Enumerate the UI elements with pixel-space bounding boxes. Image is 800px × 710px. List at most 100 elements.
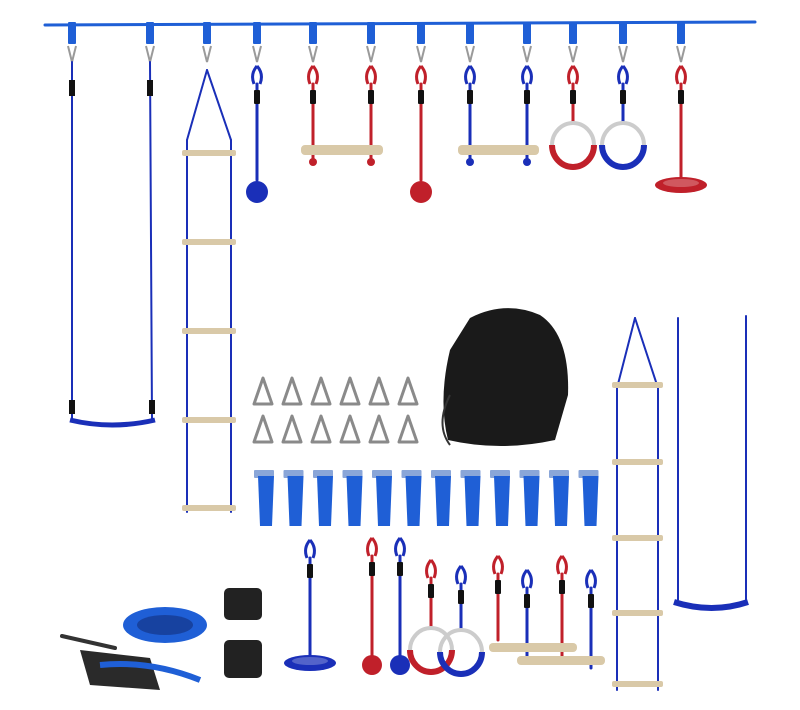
wheel-highlight (292, 657, 328, 665)
rope-loop (394, 537, 406, 557)
trapeze-bar-red (301, 65, 383, 166)
hanging-loop (416, 22, 426, 63)
strap-roll-inner (137, 615, 193, 635)
monkey-wheel-red (655, 65, 707, 193)
rope-clamp (369, 562, 375, 576)
carabiner (465, 45, 475, 63)
strap-loop (367, 22, 375, 44)
tree-protector (342, 470, 363, 526)
trapeze-bar (301, 145, 383, 155)
rope (634, 317, 659, 389)
rope-loop (585, 569, 597, 589)
monkey-wheel-blue (284, 539, 336, 671)
knot-ball (410, 181, 432, 203)
ring-grip (549, 144, 597, 170)
ladder-rung (182, 239, 236, 245)
rope-clamp (559, 580, 565, 594)
triangle-carabiner (339, 376, 361, 406)
drawstring-bag (441, 308, 569, 446)
strap-body (464, 476, 481, 526)
tree-protector (431, 470, 451, 526)
trapeze-bar (458, 145, 539, 155)
rope-clamp (678, 90, 684, 104)
carabiner (416, 45, 426, 63)
hanging-loop (252, 22, 262, 63)
strap-body (435, 476, 451, 526)
tree-protector (578, 470, 599, 526)
strap-loop (523, 22, 531, 44)
knot-ball (362, 655, 382, 675)
ladder-rung (612, 610, 663, 616)
rope-loop (425, 559, 437, 579)
ladder-rung (612, 382, 663, 388)
ring-grip (407, 649, 455, 675)
strap-loop (619, 22, 627, 44)
tree-protector (549, 470, 569, 526)
steering-wheel (284, 655, 336, 671)
ladder-rung (612, 681, 663, 687)
climbing-ball-blue (390, 537, 410, 675)
strap-body (582, 476, 599, 526)
rope-clamp (570, 90, 576, 104)
rope-clamp (307, 564, 313, 578)
triangle-carabiner (281, 414, 303, 444)
drawstring (441, 394, 451, 446)
rope-clamp (418, 90, 424, 104)
ratchet-slackline (60, 607, 207, 690)
tree-protector (283, 470, 304, 526)
rope-clamp (620, 90, 626, 104)
gym-ring-red (407, 559, 455, 675)
hanging-loop (522, 22, 532, 63)
carabiner (366, 45, 376, 63)
rope-loop (464, 65, 476, 85)
rope-clamp (467, 90, 473, 104)
knot (367, 158, 375, 166)
knot-ball (246, 181, 268, 203)
rope (206, 69, 232, 141)
ladder-rung (182, 150, 236, 156)
rope-clamp (524, 90, 530, 104)
tree-protector (490, 470, 510, 526)
tree-protector (372, 470, 392, 526)
rope-clamp (428, 584, 434, 598)
rope-clamp (254, 90, 260, 104)
rope-clamp (458, 590, 464, 604)
gym-ring-red (549, 65, 597, 170)
hanging-loop (366, 22, 376, 63)
strap-loop (203, 22, 211, 44)
slackline (43, 20, 757, 27)
ring-grip (437, 651, 485, 677)
rope-loop (251, 65, 263, 85)
arm-guard (224, 640, 262, 678)
triangle-carabiner (281, 376, 303, 406)
knot (523, 158, 531, 166)
climbing-ball-red (410, 65, 432, 203)
strap-loop (466, 22, 474, 44)
hanging-loop (465, 22, 475, 63)
rope-loop (567, 65, 579, 85)
ladder-rung (612, 459, 663, 465)
climbing-ball-red (362, 537, 382, 675)
hanging-loop (568, 22, 578, 63)
rope-loop (521, 569, 533, 589)
swing-seat (673, 599, 749, 611)
strap (99, 661, 202, 683)
knot (466, 158, 474, 166)
clamp (69, 80, 75, 96)
rope-loop (307, 65, 319, 85)
knot (309, 158, 317, 166)
strap-loop (417, 22, 425, 44)
strap-loop (677, 22, 685, 44)
ladder-rung (182, 417, 236, 423)
carabiner (618, 45, 628, 63)
rope-clamp (524, 594, 530, 608)
ladder-rung (612, 535, 663, 541)
strap-body (494, 476, 510, 526)
strap-loop (569, 22, 577, 44)
strap-body (405, 476, 422, 526)
triangle-carabiner (368, 414, 390, 444)
rope-loop (366, 537, 378, 557)
clamp (147, 80, 153, 96)
